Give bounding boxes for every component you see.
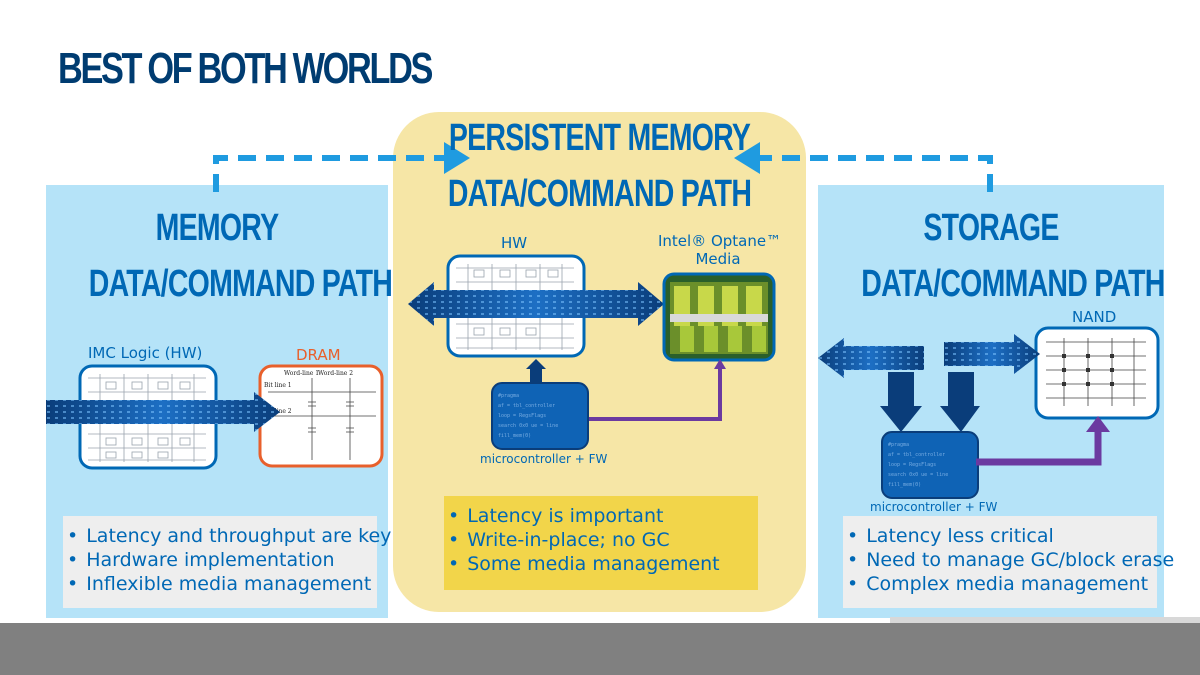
persistent-bullets-box: Latency is important Write-in-place; no …	[444, 496, 758, 590]
optane-label-line2: Media	[695, 250, 741, 268]
persistent-heading-line2: DATA/COMMAND PATH	[447, 173, 752, 215]
memory-heading-line1: MEMORY	[155, 207, 279, 249]
storage-heading-line1: STORAGE	[923, 207, 1059, 249]
svg-text:#pragma: #pragma	[498, 393, 519, 399]
dram-bitline1-label: Bit line 1	[264, 382, 292, 389]
persistent-mcu-label: microcontroller + FW	[480, 452, 608, 466]
storage-heading: STORAGE DATA/COMMAND PATH	[861, 200, 1165, 312]
dram-wordline2-label: Word-line 2	[318, 370, 354, 377]
storage-to-persistent-dashed-line	[760, 155, 993, 192]
storage-nand-arrow	[944, 334, 1040, 374]
optane-label: Intel® Optane™ Media	[658, 232, 782, 268]
memory-heading: MEMORY DATA/COMMAND PATH	[88, 200, 393, 312]
slide-title: BEST OF BOTH WORLDS	[58, 44, 433, 93]
memory-to-persistent-dashed-line	[213, 155, 444, 192]
persistent-mcu-connections	[526, 359, 726, 421]
optane-label-line1: Intel® Optane™	[658, 232, 782, 250]
optane-media-image	[662, 272, 776, 362]
storage-heading-line2: DATA/COMMAND PATH	[861, 263, 1165, 305]
storage-bullet-2: Need to manage GC/block erase	[847, 548, 1174, 572]
storage-microcontroller: #pragma af = tbl_controller loop = RegsF…	[881, 431, 979, 499]
storage-bullet-1: Latency less critical	[847, 524, 1157, 548]
storage-down-arrows	[880, 372, 980, 432]
svg-text:af = tbl_controller: af = tbl_controller	[498, 403, 555, 409]
persistent-bullet-2: Write-in-place; no GC	[448, 528, 758, 552]
nand-label: NAND	[1072, 308, 1117, 326]
storage-bullet-3: Complex media management	[847, 572, 1157, 596]
storage-bullets-box: Latency less critical Need to manage GC/…	[843, 516, 1174, 608]
storage-host-arrow	[818, 338, 924, 378]
svg-text:search 0x0 ue = line: search 0x0 ue = line	[888, 472, 948, 478]
storage-purple-path	[976, 416, 1110, 466]
svg-text:#pragma: #pragma	[888, 442, 909, 448]
memory-bullets-box: Latency and throughput are key Hardware …	[63, 516, 391, 608]
right-arrowhead-icon	[444, 142, 470, 174]
persistent-microcontroller: #pragma af = tbl_controller loop = RegsF…	[491, 382, 589, 450]
dram-wordline1-label: Word-line 1	[284, 370, 320, 377]
persistent-bullet-3: Some media management	[448, 552, 758, 576]
persistent-heading-line1: PERSISTENT MEMORY	[448, 117, 751, 159]
memory-bullet-1: Latency and throughput are key	[67, 524, 391, 548]
dram-label: DRAM	[296, 346, 341, 364]
nand-array-diagram	[1034, 326, 1160, 420]
bottom-bar	[0, 623, 1200, 675]
svg-text:search 0x0 ue = line: search 0x0 ue = line	[498, 423, 558, 429]
storage-mcu-label: microcontroller + FW	[870, 500, 998, 514]
hw-label: HW	[501, 234, 528, 252]
bottom-notch	[890, 617, 1200, 625]
svg-text:af = tbl_controller: af = tbl_controller	[888, 452, 945, 458]
svg-text:loop = RegsFlags: loop = RegsFlags	[888, 462, 936, 468]
persistent-bullet-1: Latency is important	[448, 504, 758, 528]
memory-bullet-3: Inflexible media management	[67, 572, 377, 596]
persistent-heading: PERSISTENT MEMORY DATA/COMMAND PATH	[445, 110, 755, 222]
persistent-data-arrow	[408, 282, 664, 326]
memory-heading-line2: DATA/COMMAND PATH	[88, 263, 393, 305]
left-arrowhead-icon	[734, 142, 760, 174]
svg-text:fill_mem(0): fill_mem(0)	[498, 433, 531, 439]
memory-data-arrow	[46, 392, 280, 432]
memory-bullet-2: Hardware implementation	[67, 548, 377, 572]
svg-text:fill_mem(0): fill_mem(0)	[888, 482, 921, 488]
imc-logic-label: IMC Logic (HW)	[88, 344, 203, 362]
svg-text:loop = RegsFlags: loop = RegsFlags	[498, 413, 546, 419]
